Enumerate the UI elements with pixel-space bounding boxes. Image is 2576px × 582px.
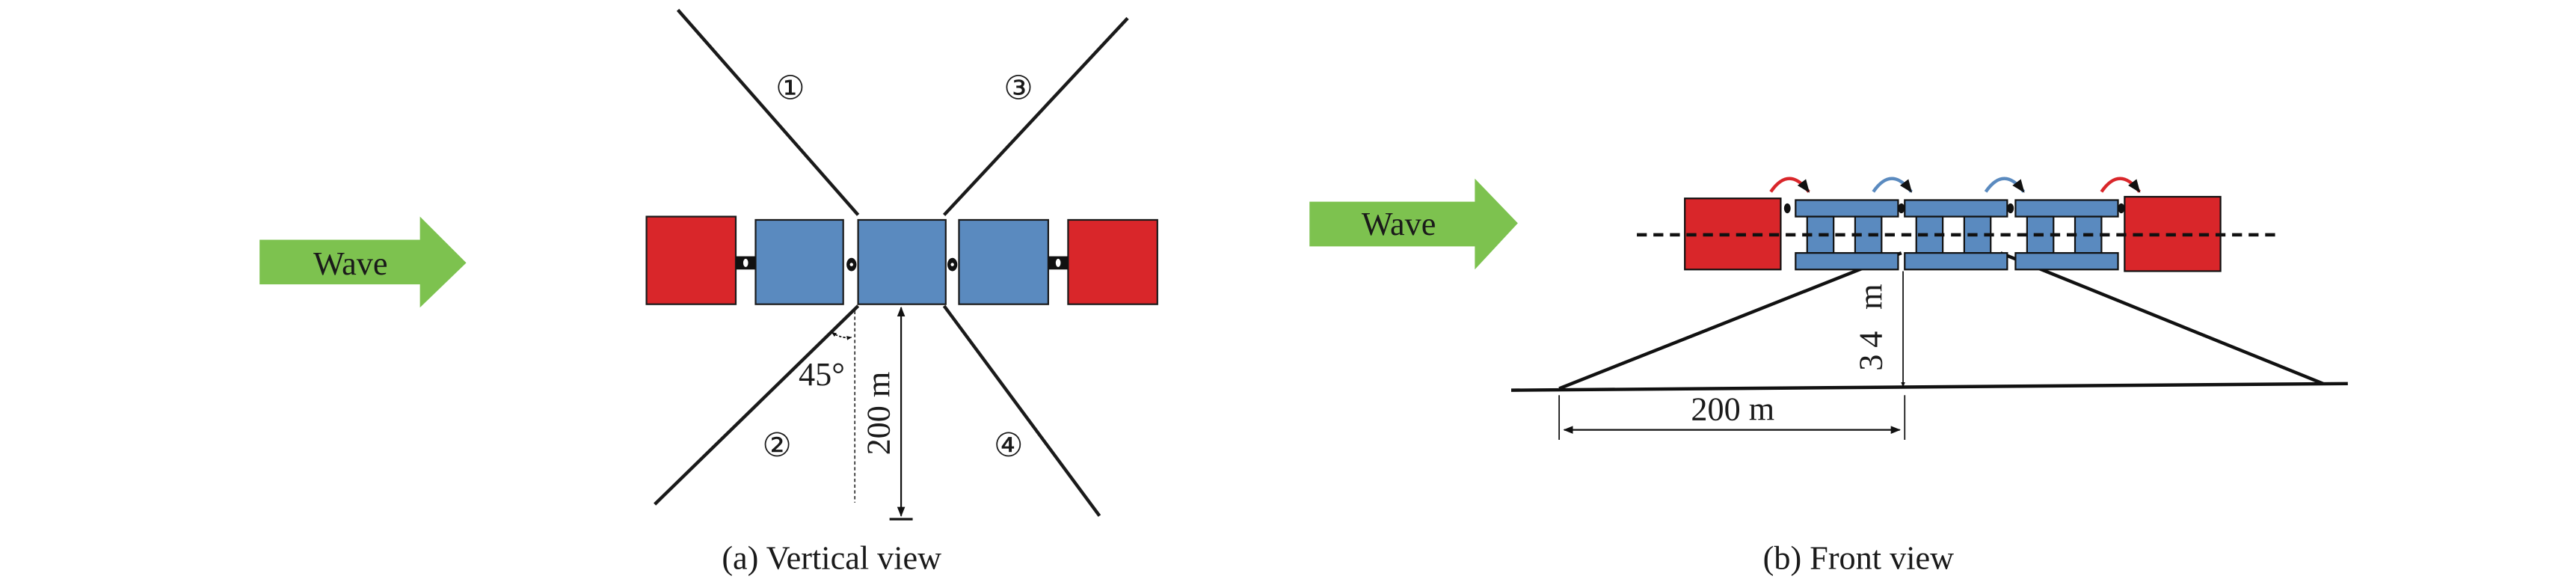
middle-module-3: [958, 218, 1049, 305]
mooring-labels: ① ② ③ ④: [762, 70, 1033, 464]
hinge-connector: [1898, 203, 1905, 214]
mooring-label-1: ①: [775, 70, 805, 107]
connectors-a: [735, 256, 1069, 272]
rotation-arcs: [1769, 177, 2142, 193]
wave-label-b: Wave: [1362, 206, 1436, 242]
wave-arrow-icon: [1309, 178, 1518, 270]
mooring-line-2: [654, 304, 860, 506]
angle-arc: [831, 331, 852, 340]
end-module-left-b: [1684, 197, 1782, 271]
mooring-label-2: ②: [762, 427, 792, 464]
mooring-line-1: [676, 8, 860, 216]
middle-module-1: [754, 218, 844, 305]
rotation-arrow-icon: [1769, 177, 1810, 193]
end-module-right: [1067, 218, 1158, 305]
rotation-arrow-icon: [1872, 177, 1913, 193]
wave-arrow-a: Wave: [259, 216, 467, 308]
distance-label-a: 200 m: [861, 372, 897, 456]
mooring-line-4: [942, 304, 1101, 517]
hinge-connector: [2007, 203, 2014, 214]
wave-arrow-icon: [259, 216, 467, 308]
hinge-connector: [1783, 203, 1791, 214]
caption-a: (a) Vertical view: [722, 539, 941, 576]
seabed-line: [1510, 382, 2348, 392]
depth-label: 34 m: [1852, 278, 1889, 371]
wave-label-a: Wave: [313, 245, 388, 282]
wave-arrow-b: Wave: [1309, 178, 1518, 270]
mooring-line-right: [1999, 251, 2324, 385]
end-module-left: [645, 215, 737, 305]
rotation-arrow-icon: [2100, 177, 2142, 193]
panel-a-vertical-view: Wave ① ② ③ ④ 45°: [259, 8, 1158, 576]
rotation-arrow-icon: [1984, 177, 2026, 193]
angle-label: 45°: [799, 356, 845, 393]
distance-label-b: 200 m: [1691, 390, 1774, 427]
mooring-line-left: [1558, 251, 1902, 390]
caption-b: (b) Front view: [1763, 539, 1954, 576]
panel-b-front-view: Wave: [1309, 177, 2348, 576]
mooring-label-3: ③: [1003, 70, 1033, 107]
mooring-line-3: [942, 16, 1129, 216]
middle-module-2: [857, 218, 947, 305]
mooring-label-4: ④: [994, 427, 1024, 464]
middle-module-b-2: [1904, 199, 2008, 271]
hinge-connector: [2118, 203, 2125, 214]
connectors-b: [1783, 203, 2125, 214]
